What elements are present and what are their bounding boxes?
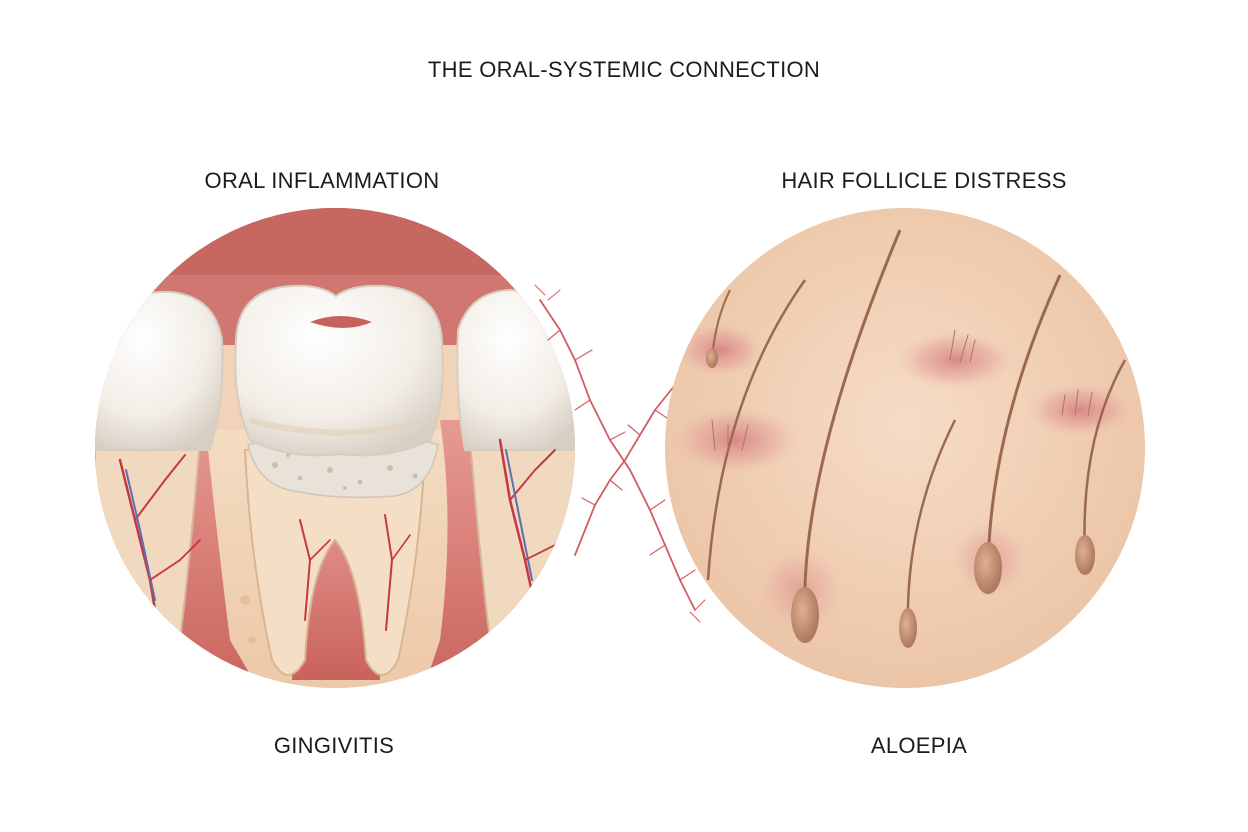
alopecia-caption: ALOEPIA: [870, 733, 968, 758]
diagram-title: THE ORAL-SYSTEMIC CONNECTION: [427, 57, 821, 82]
oral-circle: [95, 208, 575, 688]
tooth-root-left: [243, 449, 427, 676]
hair-follicle-heading: HAIR FOLLICLE DISTRESS: [781, 168, 1067, 193]
molar-crown: [234, 284, 444, 457]
oral-inflammation-heading: ORAL INFLAMMATION: [204, 168, 440, 193]
side-tooth-left: [95, 290, 224, 451]
side-tooth-right: [456, 288, 575, 451]
hair-follicles: [706, 229, 1127, 648]
gum-blood-vessels: [118, 438, 571, 642]
follicle-circle: [665, 208, 1145, 688]
inflamed-patch: [675, 322, 765, 378]
fine-hairs: [711, 329, 1093, 453]
inflammation-connector: [534, 284, 706, 623]
plaque-texture: [272, 453, 418, 490]
gingivitis-caption: GINGIVITIS: [273, 733, 395, 758]
